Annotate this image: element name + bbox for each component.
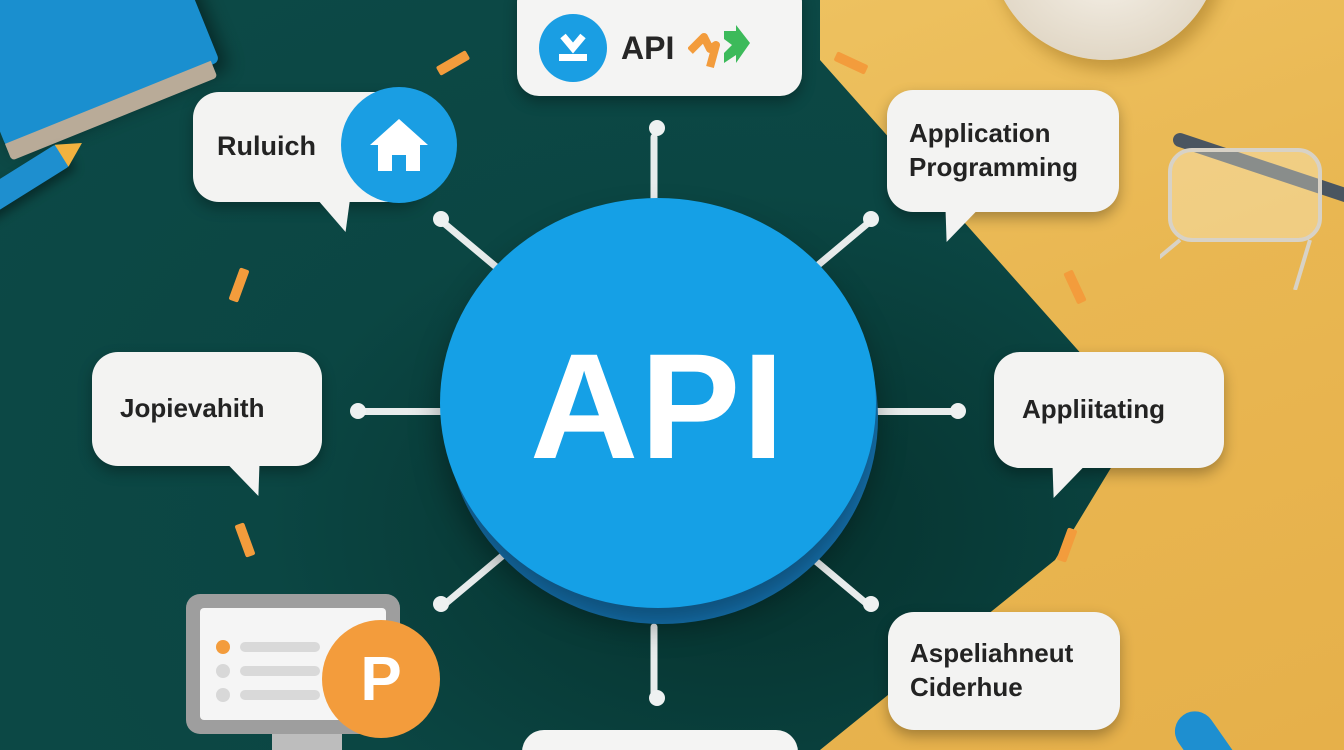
speech-bubble-mid-right: Appliitating xyxy=(994,352,1224,498)
connector-node xyxy=(350,403,366,419)
bottom-card xyxy=(522,730,798,750)
download-k-icon xyxy=(539,14,607,82)
connector-node xyxy=(950,403,966,419)
glasses-prop xyxy=(1160,133,1344,290)
speech-bubble-bottom-right: Aspeliahneut Ciderhue xyxy=(888,612,1120,730)
house-icon xyxy=(341,87,457,203)
connector-node xyxy=(433,596,449,612)
hub-label: API xyxy=(529,322,787,490)
bubble-text: Ruluich xyxy=(217,131,316,162)
bubble-text: Jopievahith xyxy=(120,393,265,424)
api-hub-circle: API xyxy=(440,198,876,608)
connector-node xyxy=(649,690,665,706)
bubble-text-line1: Aspeliahneut xyxy=(910,638,1074,669)
connector-node xyxy=(863,211,879,227)
bubble-text: Appliitating xyxy=(1022,394,1165,425)
monitor-stand xyxy=(272,734,342,750)
top-card-label: API xyxy=(621,29,675,66)
badge-label: P xyxy=(360,644,402,714)
bubble-text-line2: Programming xyxy=(909,152,1079,182)
connector-node xyxy=(863,596,879,612)
bubble-text-line2: Ciderhue xyxy=(910,672,1023,702)
top-api-card: API xyxy=(517,0,802,96)
connector-ray xyxy=(860,408,960,415)
speech-bubble-mid-left: Jopievahith xyxy=(92,352,322,496)
connector-node xyxy=(433,211,449,227)
p-badge-icon: P xyxy=(322,620,440,738)
speech-bubble-top-right: Application Programming xyxy=(887,90,1119,242)
bubble-text-line1: Application xyxy=(909,118,1051,149)
connector-node xyxy=(649,120,665,136)
orange-green-arrows-icon xyxy=(688,25,751,69)
connector-ray xyxy=(358,408,458,415)
